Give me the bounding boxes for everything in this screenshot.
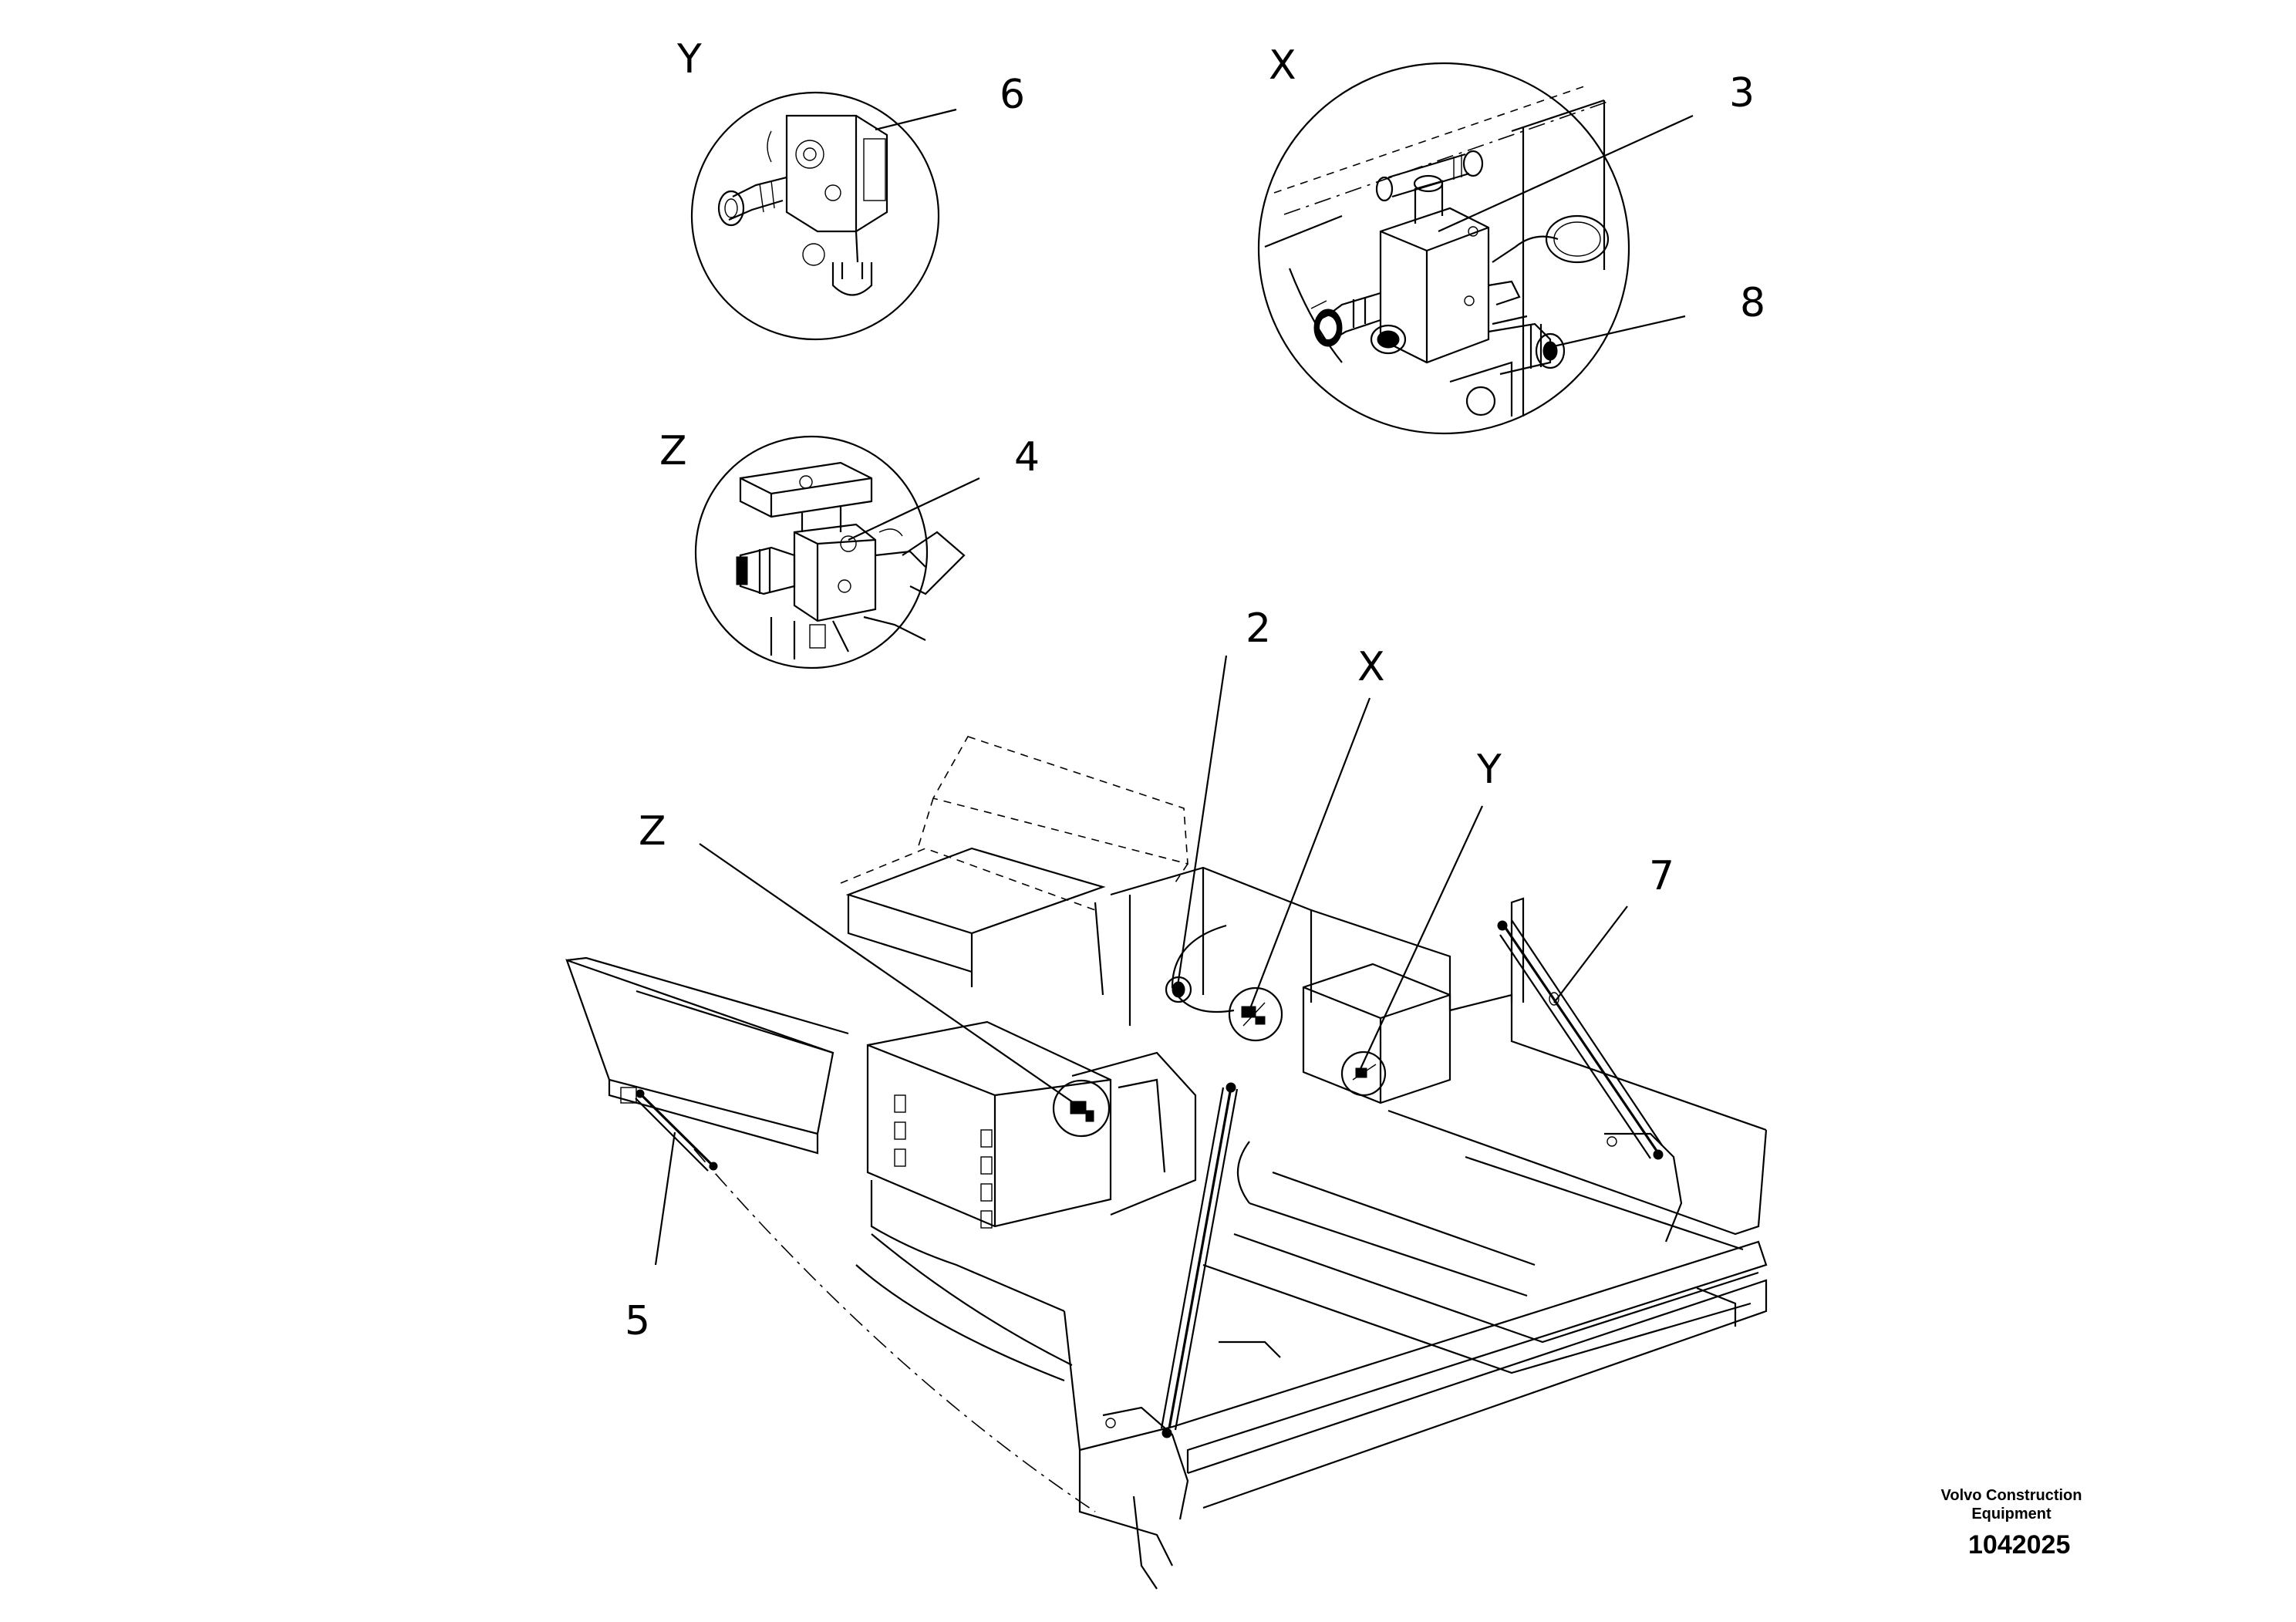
part-number-8: 8 bbox=[1740, 280, 1765, 326]
detail-view-y: Y 6 bbox=[676, 36, 1025, 341]
brand-line-2: Equipment bbox=[1971, 1506, 2052, 1523]
main-assembly-view: 2 X Y Z 7 5 bbox=[565, 605, 1768, 1590]
manufacturer-name: Volvo Construction Equipment bbox=[1919, 1486, 2104, 1523]
part-number-4: 4 bbox=[1014, 434, 1040, 481]
part-number-2: 2 bbox=[1246, 605, 1271, 652]
leader-ref-x bbox=[1248, 697, 1371, 1011]
detail-x-letter: X bbox=[1269, 42, 1296, 89]
part-number-3: 3 bbox=[1729, 70, 1755, 116]
part-number-6: 6 bbox=[1000, 72, 1025, 118]
leader-part-7 bbox=[1553, 905, 1628, 1003]
detail-view-x: X 3 8 bbox=[1257, 42, 1765, 435]
detail-y-letter: Y bbox=[676, 36, 702, 83]
leader-ref-z bbox=[699, 843, 1079, 1107]
main-ref-x: X bbox=[1357, 644, 1385, 690]
main-ref-z: Z bbox=[639, 808, 666, 855]
part-number-5: 5 bbox=[625, 1298, 650, 1344]
leader-part-5 bbox=[654, 1131, 676, 1266]
leader-part-2 bbox=[1175, 655, 1228, 992]
leader-ref-y bbox=[1358, 805, 1483, 1073]
brand-line-1: Volvo Construction bbox=[1940, 1487, 2082, 1504]
main-ref-y: Y bbox=[1476, 747, 1502, 793]
detail-z-letter: Z bbox=[659, 428, 687, 474]
detail-view-z: Z 4 bbox=[659, 428, 1040, 669]
part-number-7: 7 bbox=[1649, 853, 1674, 899]
drawing-number: 1042025 bbox=[1968, 1530, 2071, 1560]
